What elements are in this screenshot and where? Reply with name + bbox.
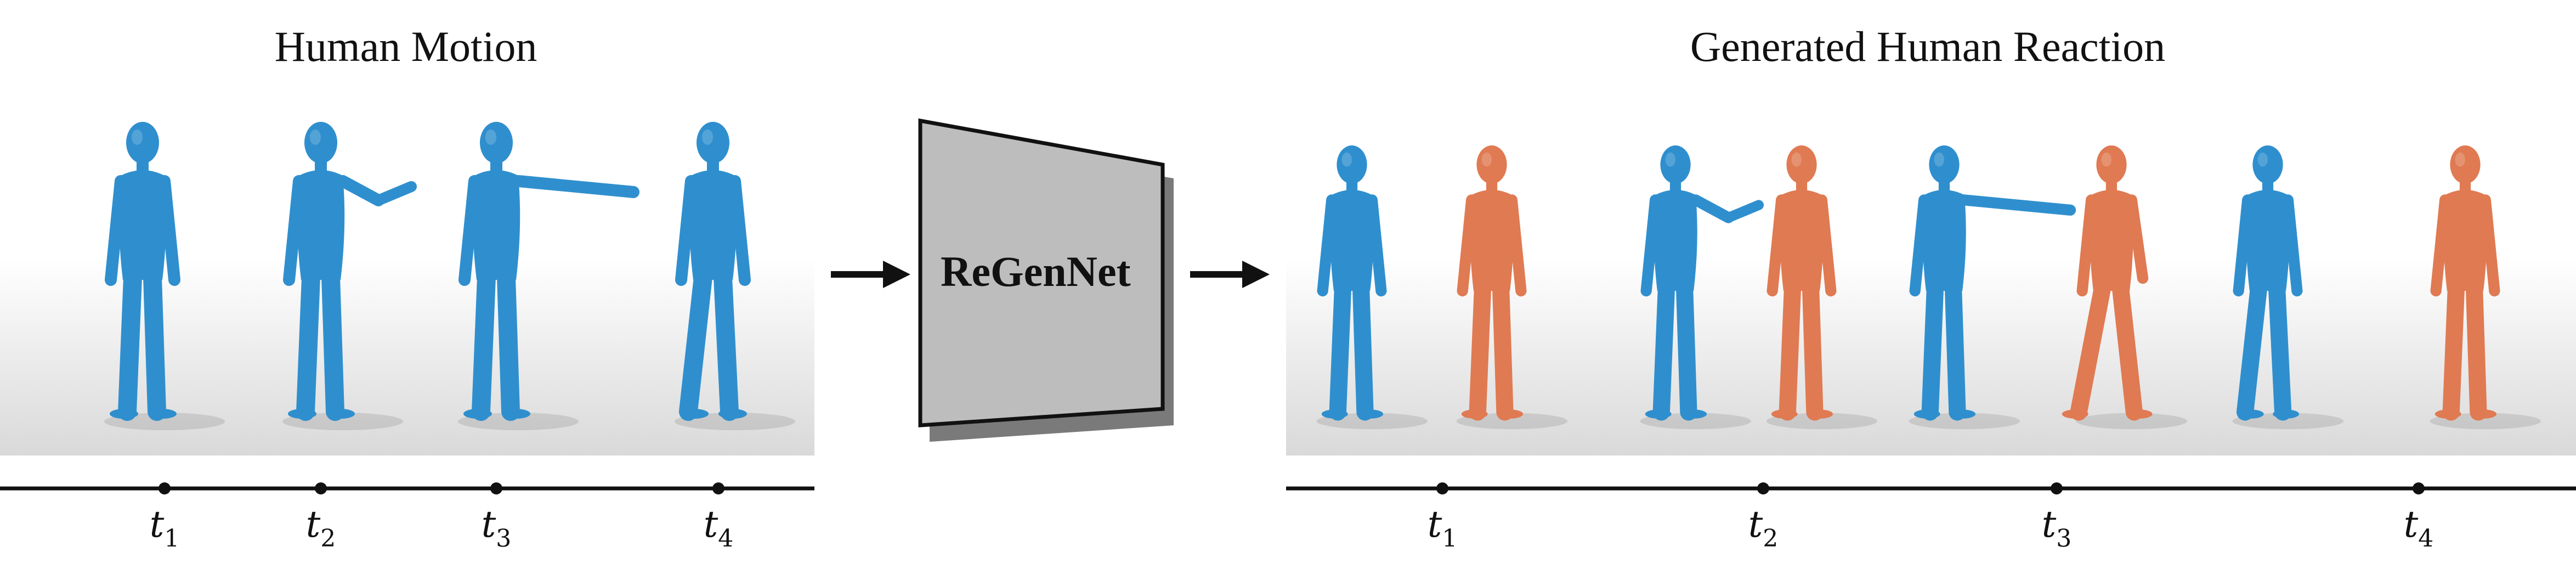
timeline-tick (1757, 482, 1769, 494)
actor-figure-standing-pose (104, 122, 225, 430)
timeline-tick-label: t3 (482, 503, 512, 553)
generated-reaction-title: Generated Human Reaction (1690, 23, 2166, 70)
timeline-tick (2051, 482, 2063, 494)
actor-figure-turning-pose (2232, 145, 2343, 430)
timeline-tick-label: t2 (306, 503, 336, 553)
reactor-figure-standing-pose (2430, 145, 2541, 430)
actor-figure-arm-extended-pose (458, 122, 639, 430)
timeline-tick (490, 482, 502, 494)
reactor-figure-standing-pose (1456, 145, 1567, 430)
reactor-figure-walking-pose (2062, 145, 2187, 430)
human-motion-stage (0, 122, 814, 455)
generated-reaction-stage (1286, 145, 2576, 455)
timeline-tick-label: t4 (704, 503, 734, 553)
timeline-tick-label: t3 (2042, 503, 2072, 553)
reactor-figure-standing-pose (1766, 145, 1877, 430)
timeline-right: t1 t2 t3 t4 (1286, 482, 2576, 553)
actor-figure-turning-pose (675, 122, 795, 430)
regennet-label: ReGenNet (941, 248, 1131, 295)
actor-figure-arm-extended-pose (1909, 145, 2076, 430)
timeline-tick-label: t1 (150, 503, 180, 553)
actor-figure-arm-raised-pose (1640, 145, 1764, 430)
timeline-left: t1 t2 t3 t4 (0, 482, 814, 553)
actor-figure-arm-raised-pose (282, 122, 417, 430)
timeline-tick (158, 482, 171, 494)
timeline-tick (315, 482, 327, 494)
actor-figure-standing-pose (1316, 145, 1428, 430)
timeline-tick-label: t2 (1748, 503, 1779, 553)
timeline-tick (1436, 482, 1448, 494)
timeline-tick-label: t1 (1428, 503, 1458, 553)
input-arrow (831, 261, 910, 288)
regennet-model-block (918, 118, 1174, 442)
timeline-tick-label: t4 (2404, 503, 2434, 553)
human-motion-title: Human Motion (274, 23, 537, 70)
output-arrow (1190, 261, 1270, 288)
timeline-tick (712, 482, 724, 494)
timeline-tick (2413, 482, 2425, 494)
